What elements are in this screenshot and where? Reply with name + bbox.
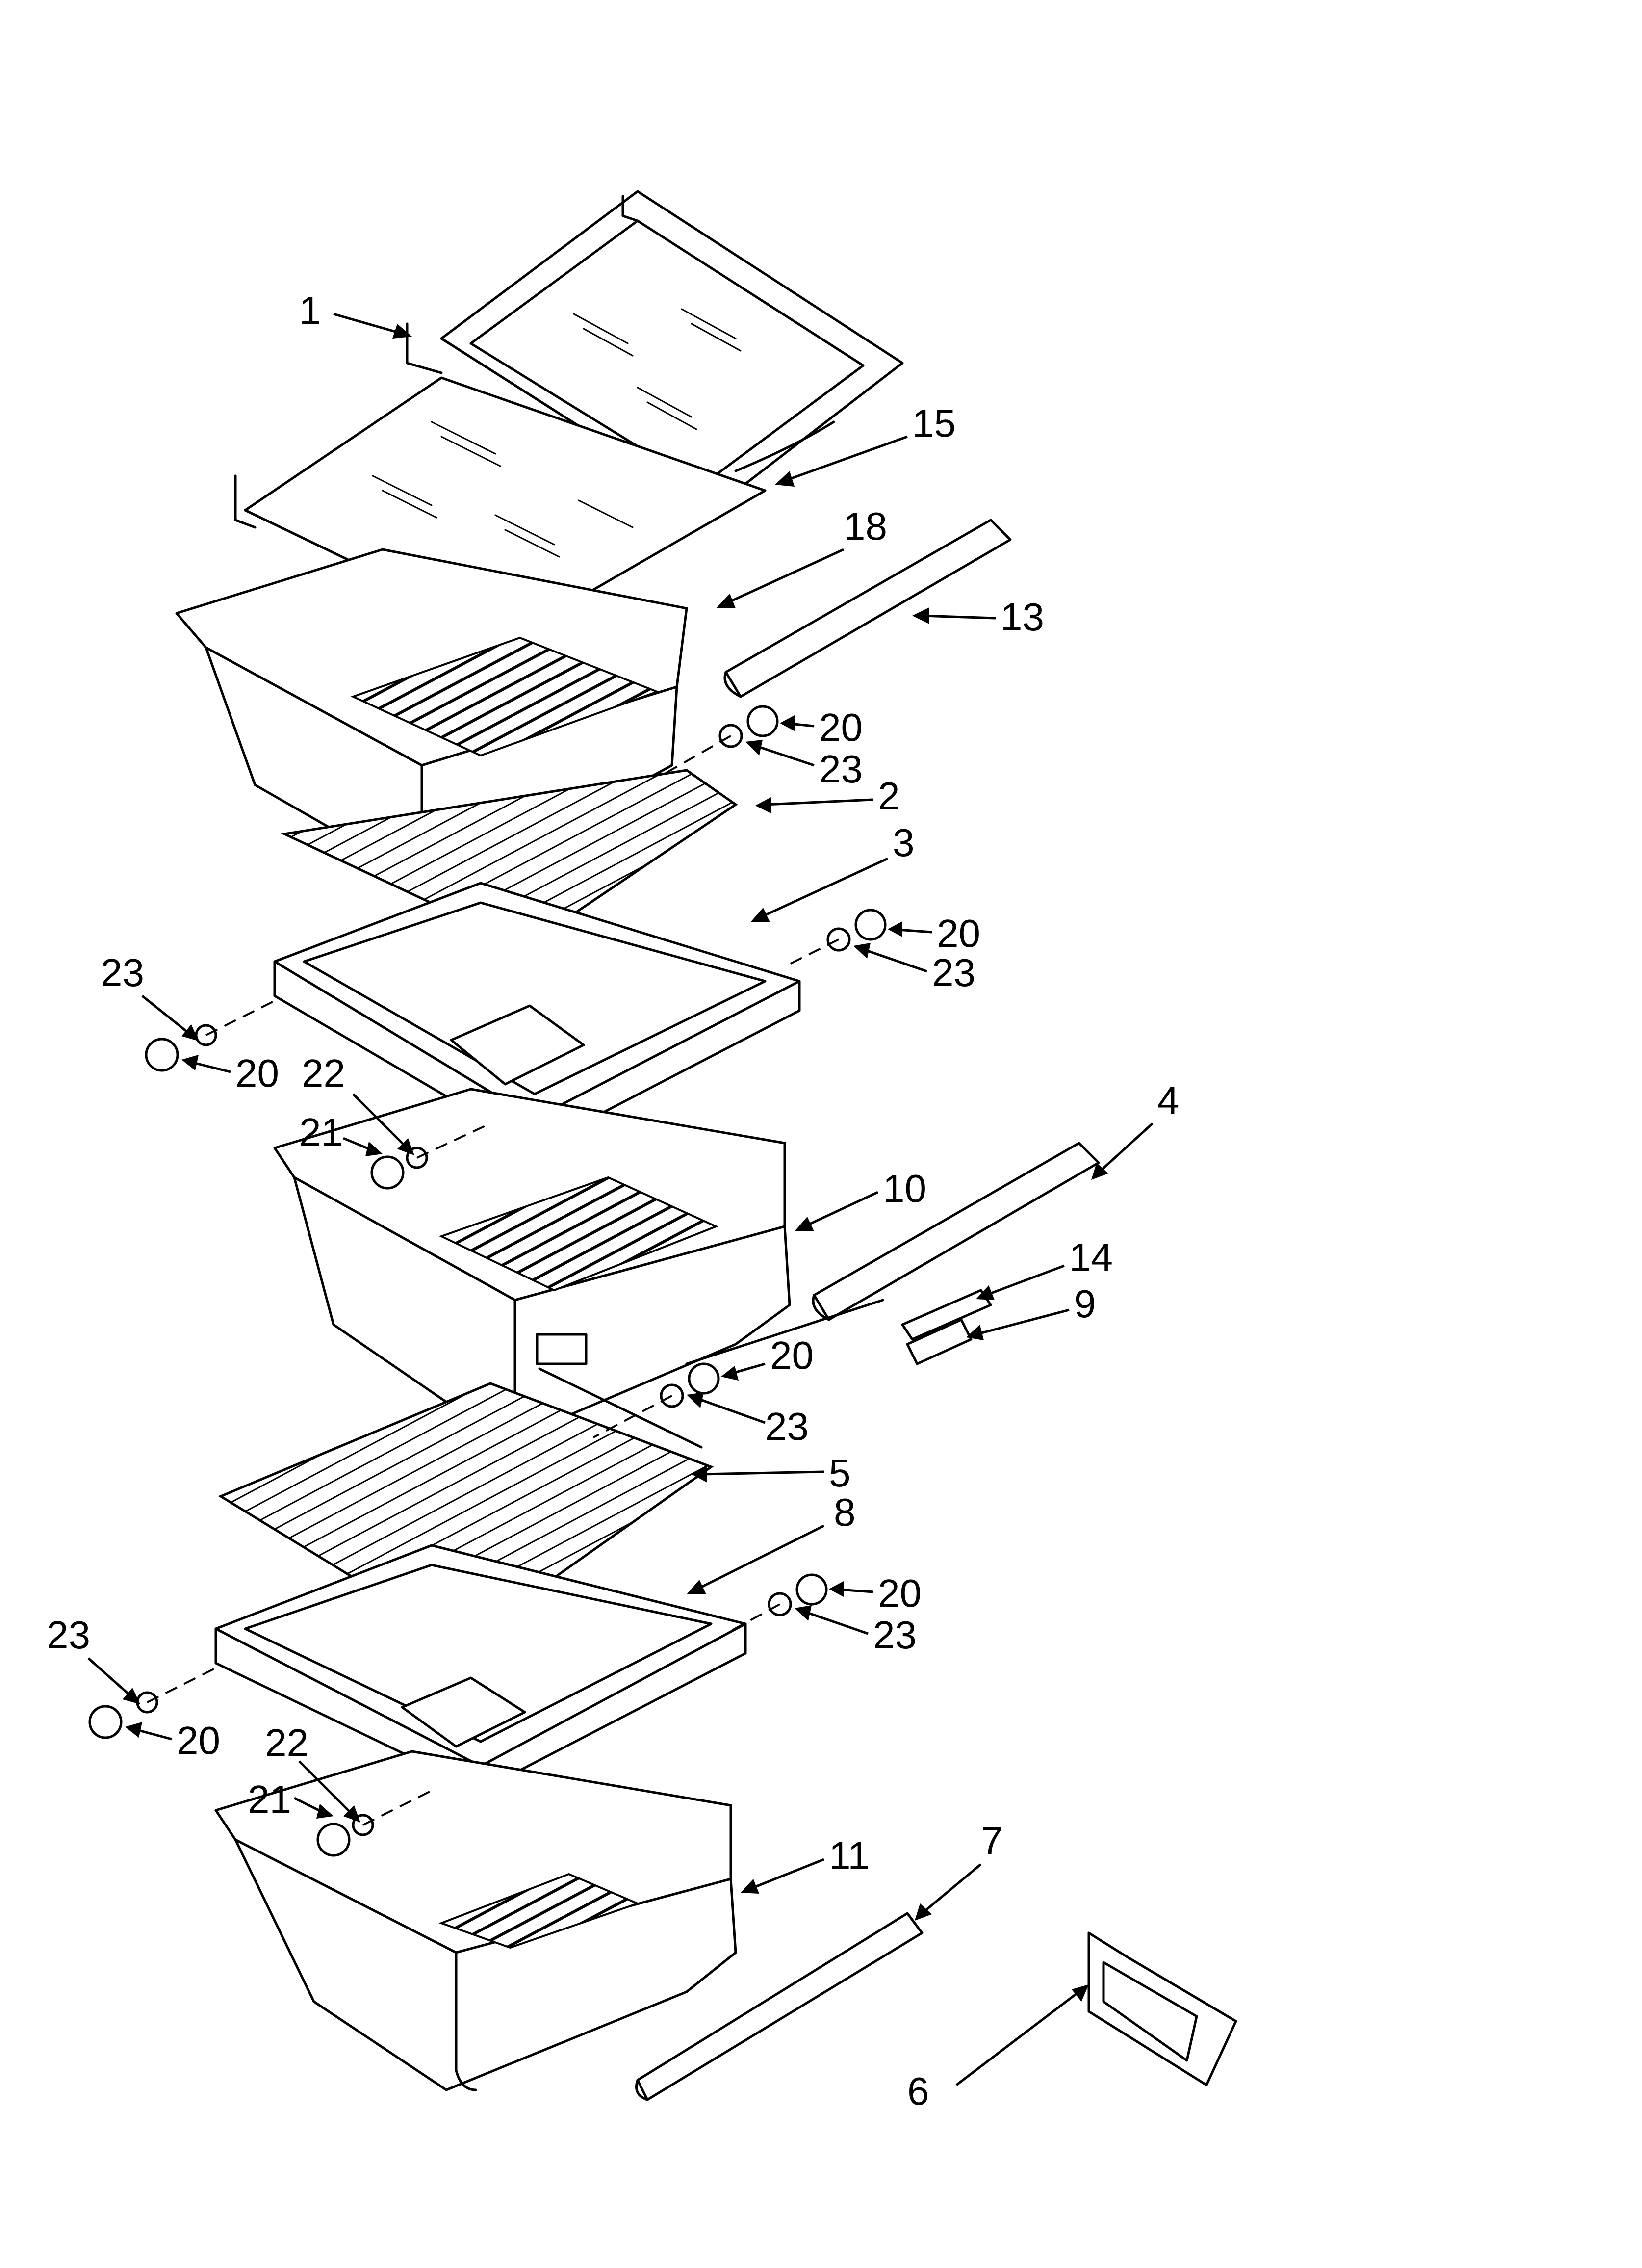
callout-20f: 20 bbox=[177, 1719, 220, 1762]
callout-20b: 20 bbox=[937, 912, 980, 955]
callout-10: 10 bbox=[883, 1167, 926, 1210]
callout-18: 18 bbox=[844, 504, 887, 548]
leader-lines bbox=[87, 313, 1154, 2086]
callout-21b: 21 bbox=[248, 1777, 291, 1821]
trim-rail-7 bbox=[635, 1912, 924, 2101]
callout-9: 9 bbox=[1074, 1282, 1096, 1326]
callout-20a: 20 bbox=[819, 705, 863, 749]
callout-20c: 20 bbox=[235, 1051, 279, 1095]
callout-21a: 21 bbox=[299, 1110, 343, 1154]
trim-rail-4 bbox=[812, 1142, 1100, 1321]
callout-23b: 23 bbox=[932, 951, 975, 994]
callout-6: 6 bbox=[907, 2069, 929, 2113]
callout-13: 13 bbox=[1001, 595, 1044, 639]
callout-23f: 23 bbox=[47, 1613, 90, 1657]
humidity-control bbox=[538, 1289, 992, 1449]
assembly-lines bbox=[147, 735, 839, 1826]
callout-20e: 20 bbox=[878, 1571, 922, 1615]
shelf-frame-8 bbox=[214, 1544, 747, 1792]
callout-23e: 23 bbox=[873, 1613, 917, 1657]
trim-rail-13 bbox=[723, 519, 1012, 698]
callout-20d: 20 bbox=[770, 1333, 814, 1377]
callout-23c: 23 bbox=[101, 951, 144, 994]
callout-1: 1 bbox=[299, 288, 321, 332]
callout-5: 5 bbox=[829, 1451, 851, 1495]
lower-drawer bbox=[214, 1750, 737, 2091]
callout-labels: 1 15 18 13 20 23 2 3 20 23 23 20 22 21 4… bbox=[47, 288, 1180, 2113]
callout-14: 14 bbox=[1069, 1235, 1113, 1279]
callout-8: 8 bbox=[834, 1490, 856, 1534]
callout-4: 4 bbox=[1157, 1078, 1180, 1122]
callout-7: 7 bbox=[981, 1819, 1003, 1863]
callout-22a: 22 bbox=[302, 1051, 345, 1095]
label-holder bbox=[1087, 1931, 1237, 2086]
callout-3: 3 bbox=[893, 821, 915, 864]
callout-11: 11 bbox=[829, 1834, 870, 1877]
callout-23a: 23 bbox=[819, 747, 863, 791]
shelf-frame-3 bbox=[273, 882, 801, 1149]
callout-22b: 22 bbox=[265, 1721, 308, 1765]
callout-23d: 23 bbox=[765, 1405, 809, 1448]
callout-2: 2 bbox=[878, 774, 900, 818]
callout-15: 15 bbox=[912, 401, 956, 445]
